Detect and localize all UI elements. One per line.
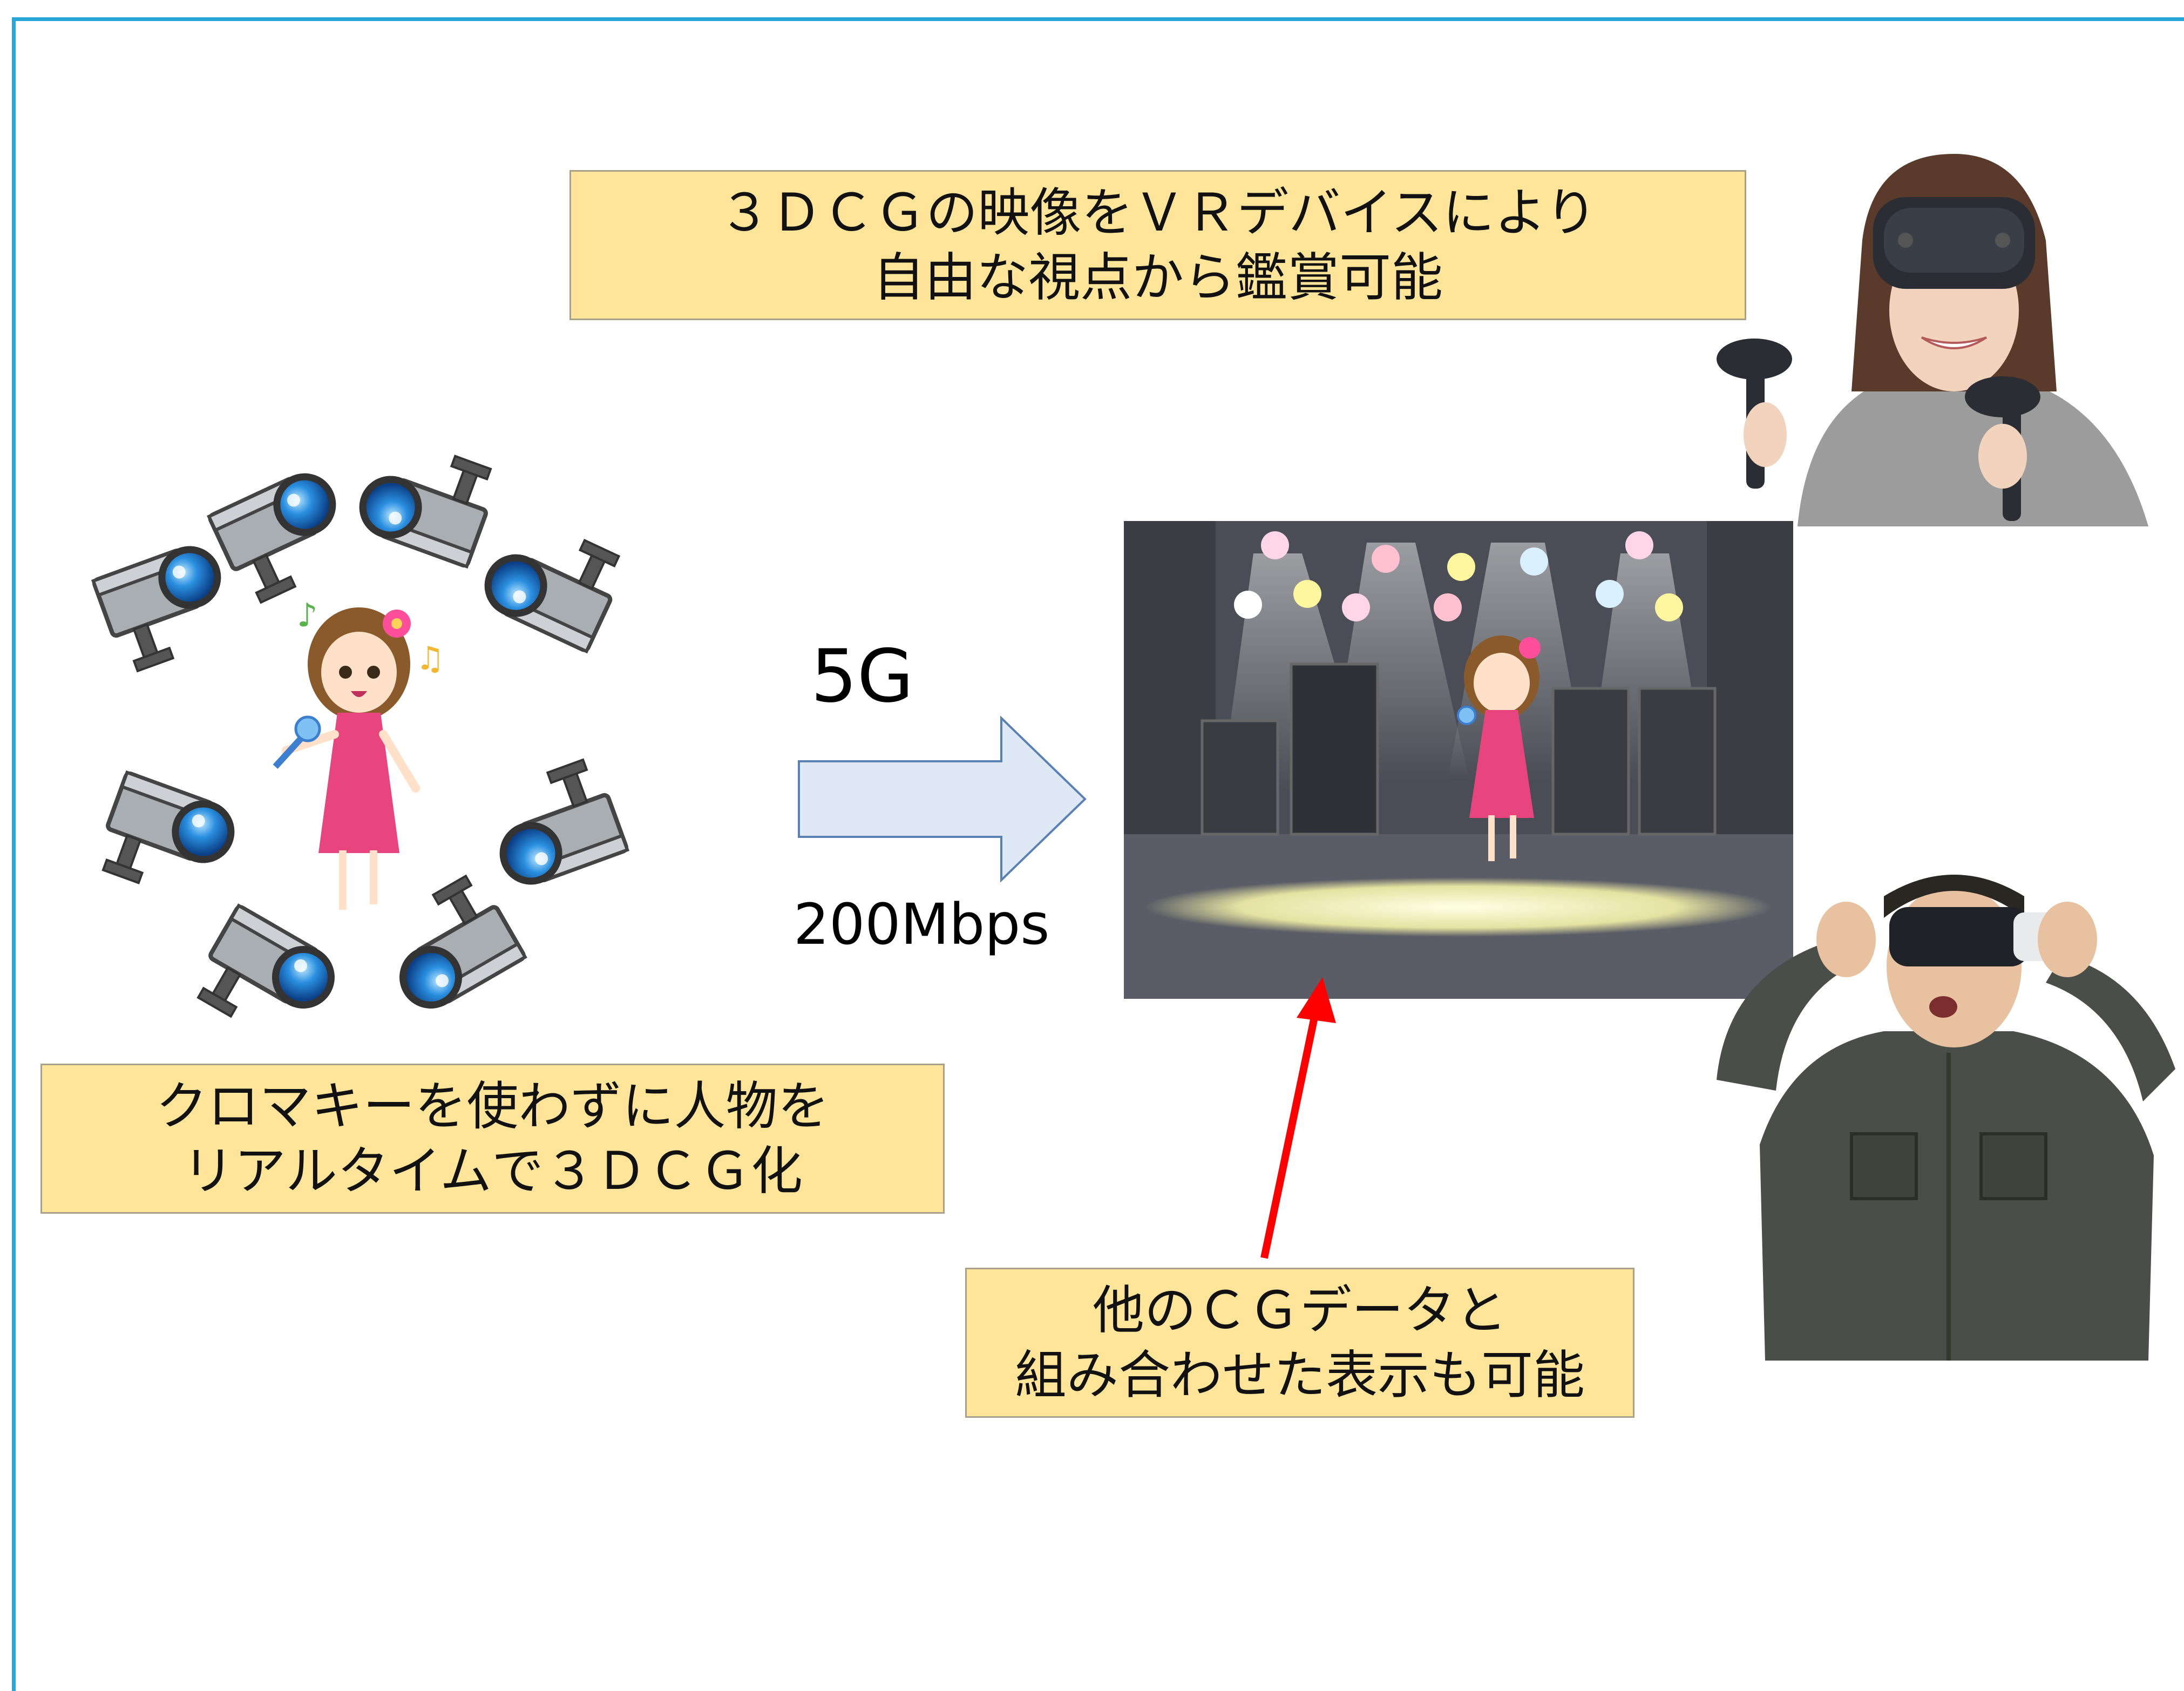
composite-pointer-arrow (1260, 977, 1336, 1259)
camera-icon (93, 771, 243, 909)
vr-controller-icon (1717, 339, 1792, 489)
transfer-arrow (798, 715, 1087, 883)
composite-cg-line-1: 他のＣＧデータと (1093, 1280, 1507, 1341)
camera-icon (208, 463, 363, 607)
vr-viewing-callout: ３ＤＣＧの映像をＶＲデバイスにより 自由な視点から鑑賞可能 (569, 170, 1746, 320)
composite-cg-line-2: 組み合わせた表示も可能 (1015, 1345, 1585, 1405)
camera-icon (478, 756, 628, 894)
vr-viewing-line-1: ３ＤＣＧの映像をＶＲデバイスにより (718, 182, 1597, 243)
bitrate-label: 200Mbps (793, 891, 1050, 957)
stage-singer-figure (1457, 635, 1541, 861)
realtime-3dcg-line-1: クロマキーを使わずに人物を (155, 1076, 830, 1137)
vr-user-woman-photo (1717, 154, 2148, 526)
camera-icon (474, 509, 629, 653)
camera-capture-illustration: ♪ ♫ (43, 443, 669, 1047)
camera-icon (369, 870, 526, 1020)
vr-controller-icon (1965, 376, 2040, 521)
composite-cg-callout: 他のＣＧデータと 組み合わせた表示も可能 (965, 1268, 1634, 1418)
stage-lights (1234, 531, 1683, 621)
vr-user-man-photo (1717, 875, 2175, 1361)
stage-cg-image (1124, 521, 1793, 999)
realtime-3dcg-line-2: リアルタイムで３ＤＣＧ化 (182, 1141, 803, 1201)
vr-viewing-line-2: 自由な視点から鑑賞可能 (873, 247, 1443, 308)
realtime-3dcg-callout: クロマキーを使わずに人物を リアルタイムで３ＤＣＧ化 (40, 1064, 945, 1214)
network-label: 5G (811, 634, 914, 719)
camera-icon (189, 904, 346, 1047)
svg-text:♫: ♫ (416, 640, 445, 678)
camera-icon (93, 537, 243, 675)
svg-text:♪: ♪ (297, 597, 317, 634)
singer-figure: ♪ ♫ (273, 597, 445, 910)
slide-frame (12, 17, 2184, 1691)
camera-icon (350, 443, 501, 568)
